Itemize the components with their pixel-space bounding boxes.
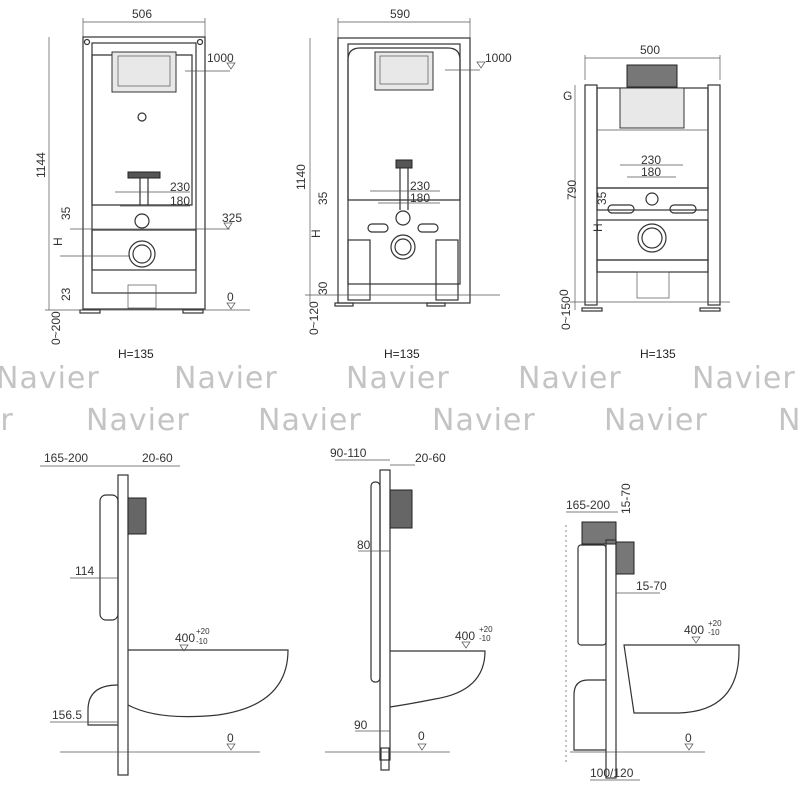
dim-180-label: 180 [170, 194, 190, 208]
zero-label: 0 [418, 729, 425, 743]
caption: H=135 [640, 347, 676, 361]
watermark: Navier [86, 403, 190, 438]
front-view-1: 506 1000 1144 230 180 325 35 H 23 0 0~20… [34, 7, 250, 361]
dim-180-label: 180 [410, 191, 430, 205]
height-label: 790 [565, 180, 579, 200]
tolerance-plus: +20 [196, 627, 210, 636]
width-label: 590 [390, 7, 410, 21]
caption: H=135 [118, 347, 154, 361]
watermark-row-2: Navier Navier Navier Navier Navier Navie… [0, 403, 800, 438]
tolerance-minus: -10 [479, 634, 491, 643]
dim-80-label: 80 [357, 538, 371, 552]
wall-label: 20-60 [415, 451, 446, 465]
watermark: Navier [174, 361, 278, 396]
adjust-label: 0~150 [559, 296, 573, 330]
width-label: 500 [640, 43, 660, 57]
wall-label: 20-60 [142, 451, 173, 465]
seat-height-label: 400 [175, 631, 195, 645]
depth-label: 90-110 [330, 446, 367, 460]
tolerance-minus: -10 [708, 628, 720, 637]
dim-35-label: 35 [316, 191, 330, 205]
zero-label: 0 [227, 290, 234, 304]
front-view-2: 590 1000 1140 230 180 35 H 30 0~120 H=13… [294, 7, 512, 361]
depth-label: 165-200 [44, 451, 88, 465]
zero-label: 0 [685, 731, 692, 745]
side-view-2: 90-110 20-60 80 400 +20 -10 90 0 [325, 446, 493, 771]
caption: H=135 [384, 347, 420, 361]
side-view-3: 165-200 15-70 15-70 400 +20 -10 0 100/12… [565, 483, 740, 781]
watermark: Navier [432, 403, 536, 438]
dim-114-label: 114 [75, 564, 94, 578]
height-label: 1140 [294, 164, 308, 190]
watermark: Navier [518, 361, 622, 396]
seat-height-label: 400 [684, 623, 704, 637]
side-view-1: 165-200 20-60 114 400 +20 -10 156.5 0 [40, 451, 289, 776]
watermark: Navier [0, 403, 14, 438]
dim-325-label: 325 [222, 211, 242, 225]
seat-height-label: 400 [455, 629, 475, 643]
adjust-label: 0~120 [307, 301, 321, 335]
flush-height-label: 1000 [485, 51, 512, 65]
height-label: 1144 [34, 152, 48, 178]
watermark: Navier [0, 361, 100, 396]
zero-label: 0 [557, 289, 571, 296]
flush-height-label: 1000 [207, 51, 234, 65]
wall-top-label: 15-70 [619, 483, 633, 514]
dim-90-label: 90 [354, 718, 368, 732]
tolerance-minus: -10 [196, 637, 208, 646]
dim-35-label: 35 [59, 206, 73, 220]
dim-30-label: 30 [316, 281, 330, 295]
h-label: H [51, 237, 65, 246]
dim-230-label: 230 [170, 180, 190, 194]
watermark: Navier [778, 403, 800, 438]
front-view-3: 500 G 230 180 790 35 H 0 0~150 H=135 [557, 43, 730, 361]
width-label: 506 [132, 7, 152, 21]
watermark: Navier [604, 403, 708, 438]
h-label: H [309, 229, 323, 238]
tolerance-plus: +20 [708, 619, 722, 628]
watermark: Navier [692, 361, 796, 396]
g-mark: G [563, 89, 572, 103]
dim-180-label: 180 [641, 165, 661, 179]
adjust-label: 0~200 [49, 311, 63, 345]
watermark: Navier [258, 403, 362, 438]
leg-label: 100/120 [590, 766, 634, 780]
h-label: H [591, 223, 605, 232]
depth-label: 165-200 [566, 498, 610, 512]
watermark: Navier [346, 361, 450, 396]
dim-23-label: 23 [59, 287, 73, 301]
wall-label: 15-70 [636, 579, 667, 593]
zero-label: 0 [227, 731, 234, 745]
dim-35-label: 35 [595, 191, 609, 205]
dim-230-label: 230 [641, 153, 661, 167]
watermark-row-1: Navier Navier Navier Navier Navier [0, 361, 796, 396]
tolerance-plus: +20 [479, 625, 493, 634]
dim-156-label: 156.5 [52, 708, 82, 722]
dim-230-label: 230 [410, 179, 430, 193]
